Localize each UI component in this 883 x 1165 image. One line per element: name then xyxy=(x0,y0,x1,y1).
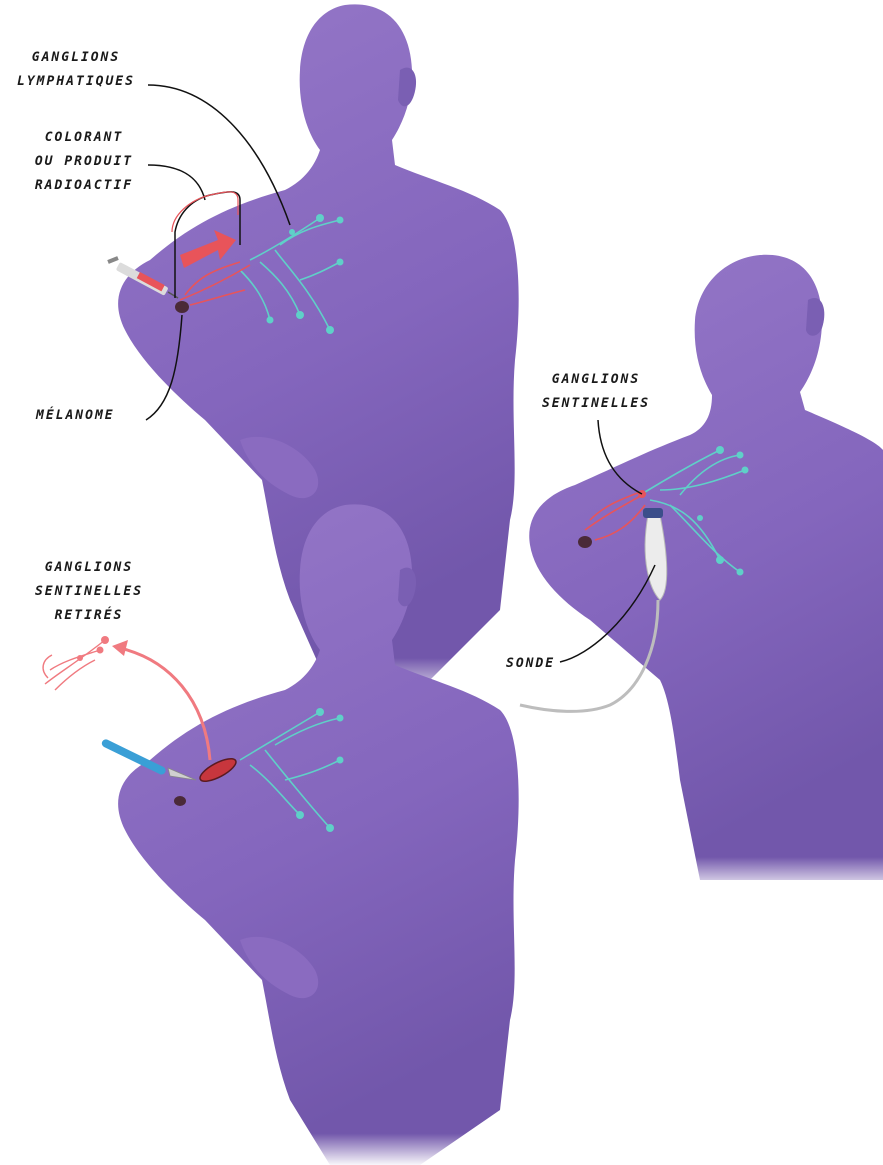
label-melanome: MÉLANOME xyxy=(36,404,115,428)
label-ganglions-retires: GANGLIONS SENTINELLES RETIRÉS xyxy=(24,556,154,628)
label-ganglions-lymphatiques: GANGLIONS LYMPHATIQUES xyxy=(6,46,146,94)
tumor-icon xyxy=(175,301,189,313)
figure-probe xyxy=(520,255,883,890)
removed-nodes xyxy=(43,640,105,690)
leader-colorant xyxy=(148,165,205,200)
tumor-icon-3 xyxy=(174,796,186,806)
label-sonde: SONDE xyxy=(506,652,555,676)
label-ganglions-sentinelles: GANGLIONS SENTINELLES xyxy=(536,368,656,416)
label-colorant: COLORANT OU PRODUIT RADIOACTIF xyxy=(24,126,144,198)
ear-figure-1 xyxy=(398,68,416,107)
tumor-icon-2 xyxy=(578,536,592,548)
